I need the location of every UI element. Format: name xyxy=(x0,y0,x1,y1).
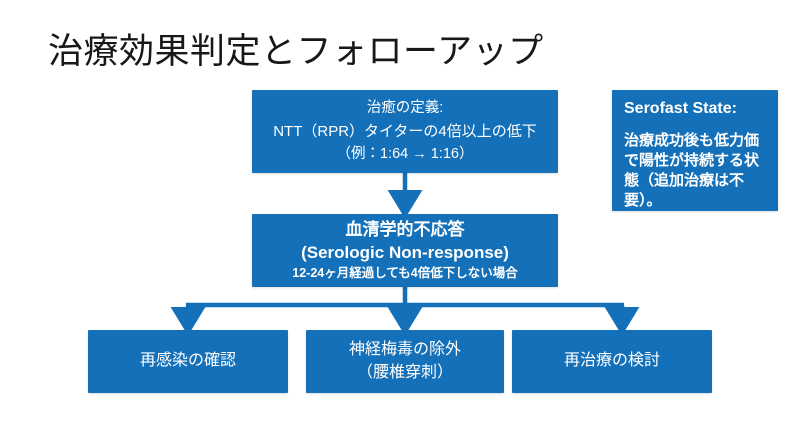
node-serologic-non-response[interactable]: 血清学的不応答 (Serologic Non-response) 12-24ヶ月… xyxy=(252,214,558,287)
node-outcome-reinfection[interactable]: 再感染の確認 xyxy=(88,330,288,393)
node-cure-definition-line3: （例：1:64 → 1:16） xyxy=(336,145,474,162)
node-outcome-neurosyphilis-line1: 神経梅毒の除外 xyxy=(348,341,461,359)
node-outcome-retreatment[interactable]: 再治療の検討 xyxy=(512,330,712,393)
node-outcome-neurosyphilis-line2: （腰椎穿刺） xyxy=(356,363,453,381)
node-cure-definition-line1: 治癒の定義: xyxy=(366,99,444,116)
node-outcome-reinfection-label: 再感染の確認 xyxy=(139,352,236,370)
callout-serofast-state-body: 治療成功後も低力価で陽性が持続する状態（追加治療は不要）。 xyxy=(624,131,760,210)
callout-serofast-state-title: Serofast State: xyxy=(624,100,737,117)
node-serologic-non-response-line2: (Serologic Non-response) xyxy=(301,242,509,262)
node-outcome-neurosyphilis[interactable]: 神経梅毒の除外 （腰椎穿刺） xyxy=(306,330,504,393)
node-serologic-non-response-line1: 血清学的不応答 xyxy=(345,219,465,239)
page-title: 治療効果判定とフォローアップ xyxy=(48,32,544,71)
callout-serofast-state[interactable]: Serofast State: 治療成功後も低力価で陽性が持続する状態（追加治療… xyxy=(612,90,778,211)
node-cure-definition[interactable]: 治癒の定義: NTT（RPR）タイターの4倍以上の低下 （例：1:64 → 1:… xyxy=(252,90,558,173)
node-outcome-retreatment-label: 再治療の検討 xyxy=(563,352,660,370)
node-serologic-non-response-line3: 12-24ヶ月経過しても4倍低下しない場合 xyxy=(292,265,518,280)
node-cure-definition-line2: NTT（RPR）タイターの4倍以上の低下 xyxy=(273,122,537,140)
connector-nonresponse-to-outcomes xyxy=(170,287,640,336)
